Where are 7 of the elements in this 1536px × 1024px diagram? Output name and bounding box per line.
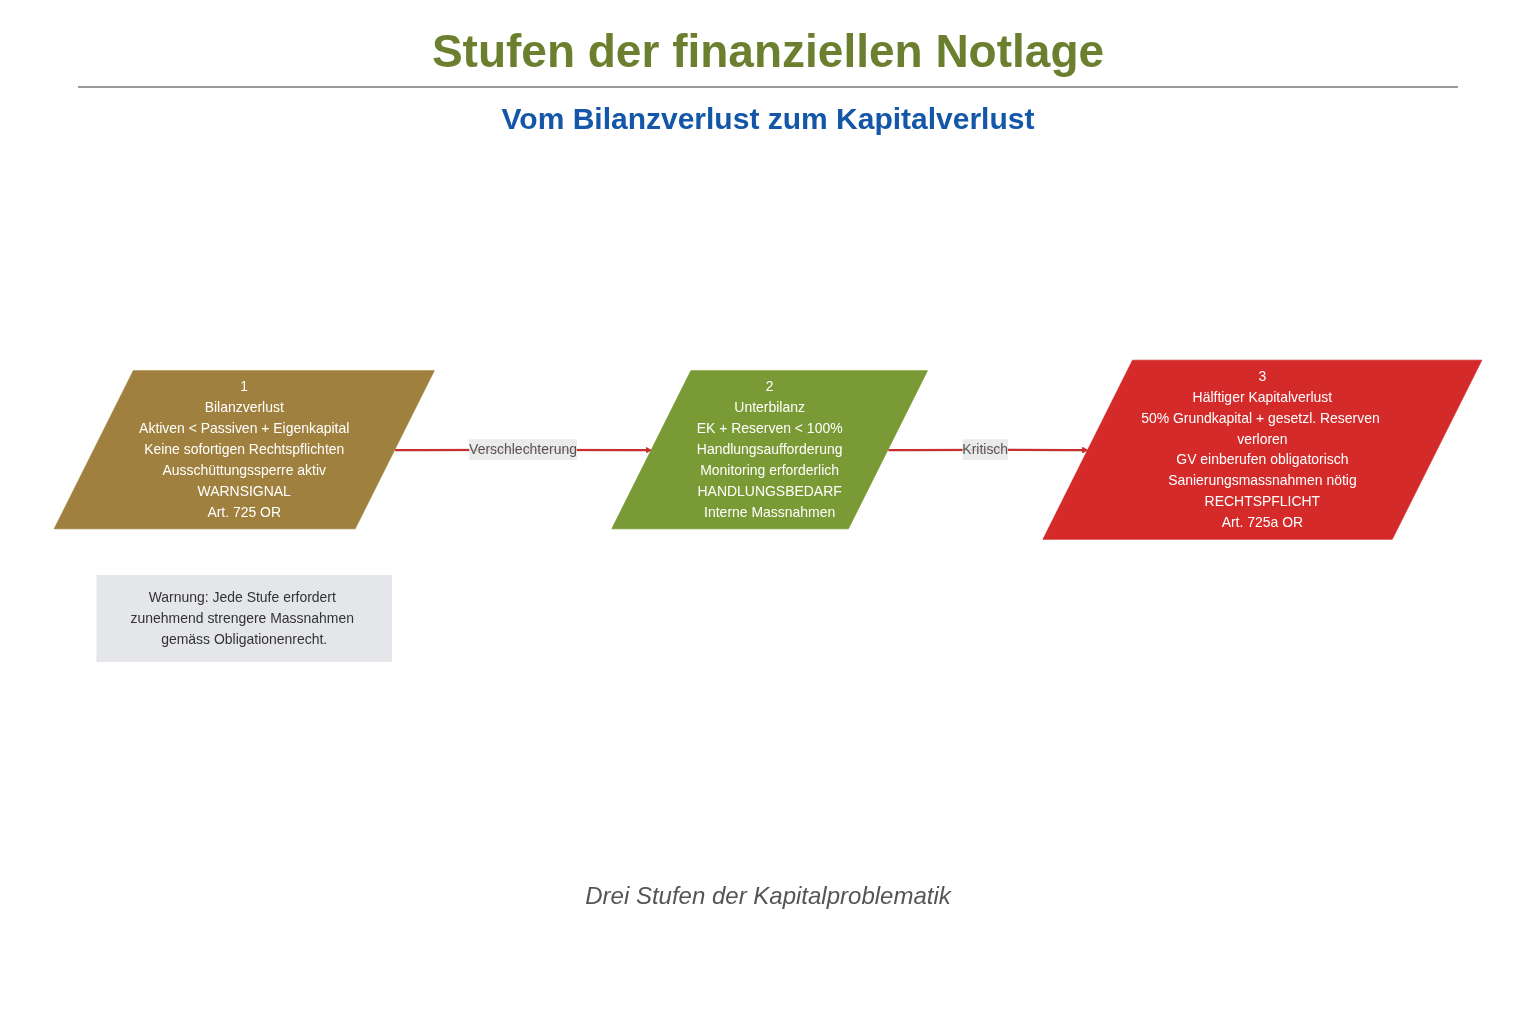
title: Stufen der finanziellen Notlage — [78, 24, 1458, 88]
edge-label: Verschlechterung — [469, 441, 577, 458]
node-box — [96, 575, 392, 662]
caption: Drei Stufen der Kapitalproblematik — [585, 882, 951, 910]
flowchart: Verschlechterung Kritisch 1 Bilanzverlust Aktiven < Passiven + Eigenkapital Keine sofortigen Rechtspflichten Ausschüttungssperre aktiv WARNSIGNAL Art. 725 OR 2 Unterbilanz EK + Reserven < 100% Handlungsaufforderung Monitoring erforderlich HANDLUNGSBEDARF Interne Massnahmen 3 Hälftiger Kapitalverlust 50% Grundkapital + gesetzl. Reserven verloren GV einberufen obligatorisch Sanierungsmassnahmen nötig RECHTSPFLICHT Art. 725a OR Warnung: Jede Stufe erfordert zunehmend strengere Massnahmen gemäss Obligationenrecht. — [48, 354, 1488, 668]
edge-label: Kritisch — [962, 441, 1009, 458]
subtitle: Vom Bilanzverlust zum Kapitalverlust — [501, 102, 1035, 136]
